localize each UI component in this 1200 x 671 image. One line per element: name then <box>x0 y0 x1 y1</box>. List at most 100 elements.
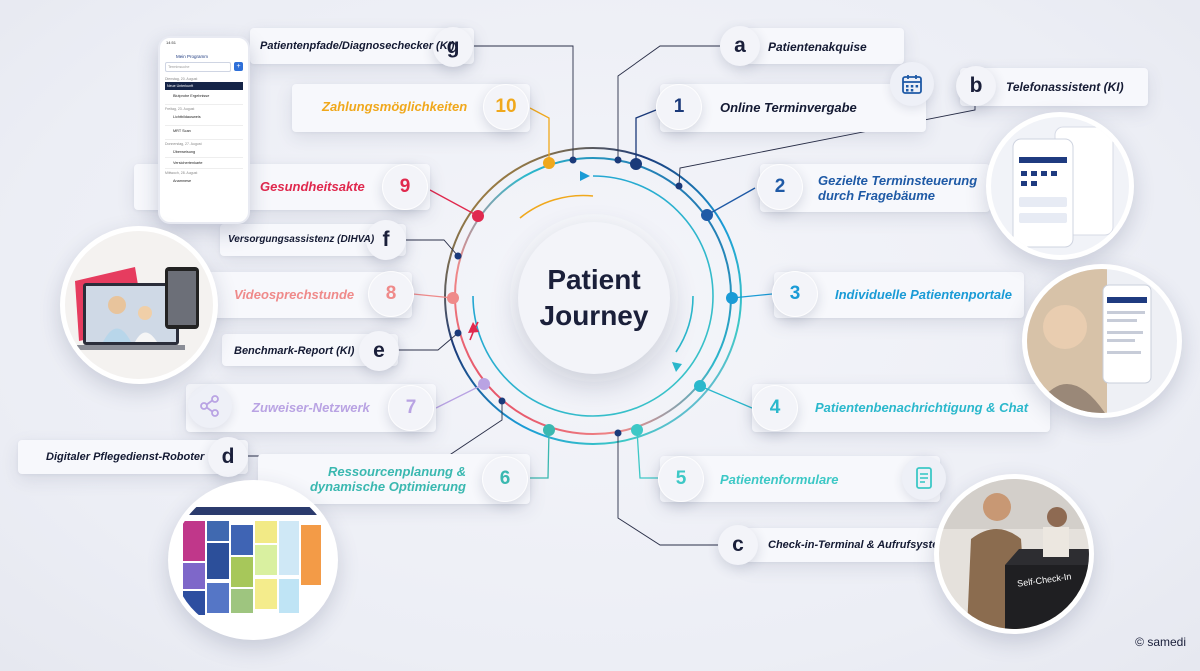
step-number-6: 6 <box>482 456 528 502</box>
step-label-3: Individuelle Patientenportale <box>835 287 1012 302</box>
connector-2 <box>706 187 756 216</box>
extra-letter-e: e <box>359 331 399 371</box>
extra-label-a: Patientenakquise <box>768 40 867 54</box>
connector-5 <box>636 429 658 479</box>
step-connectors <box>412 107 773 479</box>
extra-label-c: Check-in-Terminal & Aufrufsystem <box>768 539 949 551</box>
check-in-terminal-photo: Self-Check-In <box>934 474 1094 634</box>
card-1 <box>660 84 926 132</box>
node-5 <box>631 424 643 436</box>
videoconsultation-photo <box>60 226 218 384</box>
phone-mockup: 14:51 Mein Programm Terminsuche + Dienst… <box>158 36 250 224</box>
step-label-9: Gesundheitsakte <box>260 179 365 194</box>
phone-search-input[interactable]: Terminsuche <box>165 62 231 72</box>
connector-1 <box>635 109 657 164</box>
extra-label-e: Benchmark-Report (KI) <box>234 345 355 357</box>
node-10 <box>543 157 555 169</box>
node-2 <box>701 209 713 221</box>
phone-date-4: Mittwoch, 28. August <box>165 171 198 175</box>
node-4 <box>694 380 706 392</box>
node-b <box>675 182 683 190</box>
node-6 <box>543 424 555 436</box>
extra-label-b: Telefonassistent (KI) <box>1006 80 1124 94</box>
extra-letter-a: a <box>720 26 760 66</box>
ring-inner-arc-2 <box>519 194 594 219</box>
step-number-3: 3 <box>772 271 818 317</box>
phone-item-anamnesis[interactable]: Anamnese <box>173 179 192 183</box>
step-number-10: 10 <box>483 84 529 130</box>
phone-date-1: Dienstag, 20. August <box>165 77 198 81</box>
patient-portal-photo <box>1022 264 1182 418</box>
node-f <box>454 252 462 260</box>
ring-inner-arc-3 <box>675 295 694 353</box>
phone-item-mri[interactable]: MRT Scan <box>165 126 243 140</box>
phone-date-2: Freitag, 23. August <box>165 107 195 111</box>
card-a <box>744 28 904 64</box>
node-9 <box>472 210 484 222</box>
phone-date-3: Donnerstag, 27. August <box>165 142 202 146</box>
extra-letter-c: c <box>718 525 758 565</box>
node-a <box>614 156 622 164</box>
node-3 <box>726 292 738 304</box>
ring-inner-arc-1 <box>472 175 714 417</box>
phone-search-row: Terminsuche + <box>160 62 248 76</box>
extra-letter-g: g <box>433 27 473 67</box>
arrow-bottom <box>672 362 682 372</box>
form-icon <box>902 456 946 500</box>
step-number-8: 8 <box>368 271 414 317</box>
connector-8 <box>412 293 454 299</box>
center-title: Patient Journey <box>518 222 670 374</box>
phone-item-referral[interactable]: Überweisung <box>165 147 243 158</box>
step-label-4: Patientenbenachrichtigung & Chat <box>815 400 1029 415</box>
node-1 <box>630 158 642 170</box>
network-share-icon <box>188 384 232 428</box>
node-7 <box>478 378 490 390</box>
connector-c <box>617 433 720 546</box>
connector-3 <box>731 293 773 299</box>
extra-label-g: Patientenpfade/Diagnosechecker (KI) <box>260 40 455 52</box>
copyright: © samedi <box>1135 635 1186 649</box>
phone-item-insurance[interactable]: Versichertenkarte <box>165 158 243 169</box>
center-title-line2: Journey <box>539 300 649 331</box>
extra-label-d: Digitaler Pflegedienst-Roboter <box>46 451 205 463</box>
connector-a <box>617 45 720 160</box>
ring-outer <box>444 147 742 445</box>
connector-10 <box>529 107 550 163</box>
step-label-10: Zahlungsmöglichkeiten <box>322 99 468 114</box>
extra-label-f: Versorgungsassistenz (DIHVA) <box>228 234 375 245</box>
step-label-8: Videosprechstunde <box>234 287 355 302</box>
phone-add-button[interactable]: + <box>234 62 243 71</box>
extra-letter-b: b <box>956 66 996 106</box>
connector-f <box>406 239 459 257</box>
ring-nodes <box>447 156 738 437</box>
card-4 <box>752 384 1050 432</box>
connector-7 <box>435 383 485 409</box>
phone-status-bar: 14:51 <box>166 40 177 45</box>
calendar-icon <box>890 62 934 106</box>
step-number-4: 4 <box>752 385 798 431</box>
step-number-5: 5 <box>658 456 704 502</box>
node-8 <box>447 292 459 304</box>
connector-9 <box>429 189 479 217</box>
card-c <box>744 528 940 562</box>
step-number-7: 7 <box>388 385 434 431</box>
appointment-app-photo <box>986 112 1134 260</box>
phone-item-photo-id[interactable]: Lichtbildausweis <box>165 112 243 126</box>
connector-e <box>398 332 459 351</box>
scheduling-software-photo <box>168 480 338 640</box>
node-c <box>614 429 622 437</box>
step-label-6: Ressourcenplanung & dynamische Optimieru… <box>309 464 466 494</box>
node-e <box>454 329 462 337</box>
step-number-9: 9 <box>382 164 428 210</box>
center-title-line1: Patient <box>547 264 641 295</box>
step-label-7: Zuweiser-Netzwerk <box>252 400 370 415</box>
step-label-5: Patientenformulare <box>720 472 839 487</box>
arrow-left <box>468 322 479 333</box>
phone-item-blood[interactable]: Blutprobe Ergebnisse <box>165 90 243 105</box>
phone-item-new[interactable]: Neue Unterkunft <box>165 82 243 90</box>
extra-letter-f: f <box>366 220 406 260</box>
node-g <box>569 156 577 164</box>
step-number-2: 2 <box>757 164 803 210</box>
extra-letter-d: d <box>208 437 248 477</box>
